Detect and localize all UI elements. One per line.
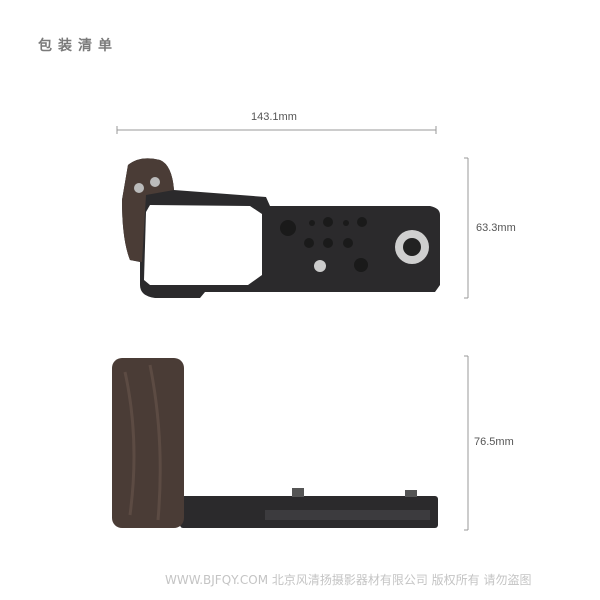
height-top-dimension-label: 63.3mm (476, 222, 516, 234)
height-dimension-line-top (464, 157, 469, 299)
height-dimension-line-side (464, 355, 469, 531)
width-dimension-line (116, 126, 437, 134)
cage-top-view (122, 158, 440, 298)
watermark: WWW.BJFQY.COM 北京风清扬摄影器材有限公司 版权所有 请勿盗图 (165, 573, 532, 587)
width-dimension-label: 143.1mm (251, 111, 297, 123)
page-title: 包装清单 (38, 38, 118, 54)
height-side-dimension-label: 76.5mm (474, 436, 514, 448)
cage-side-view (112, 358, 438, 528)
